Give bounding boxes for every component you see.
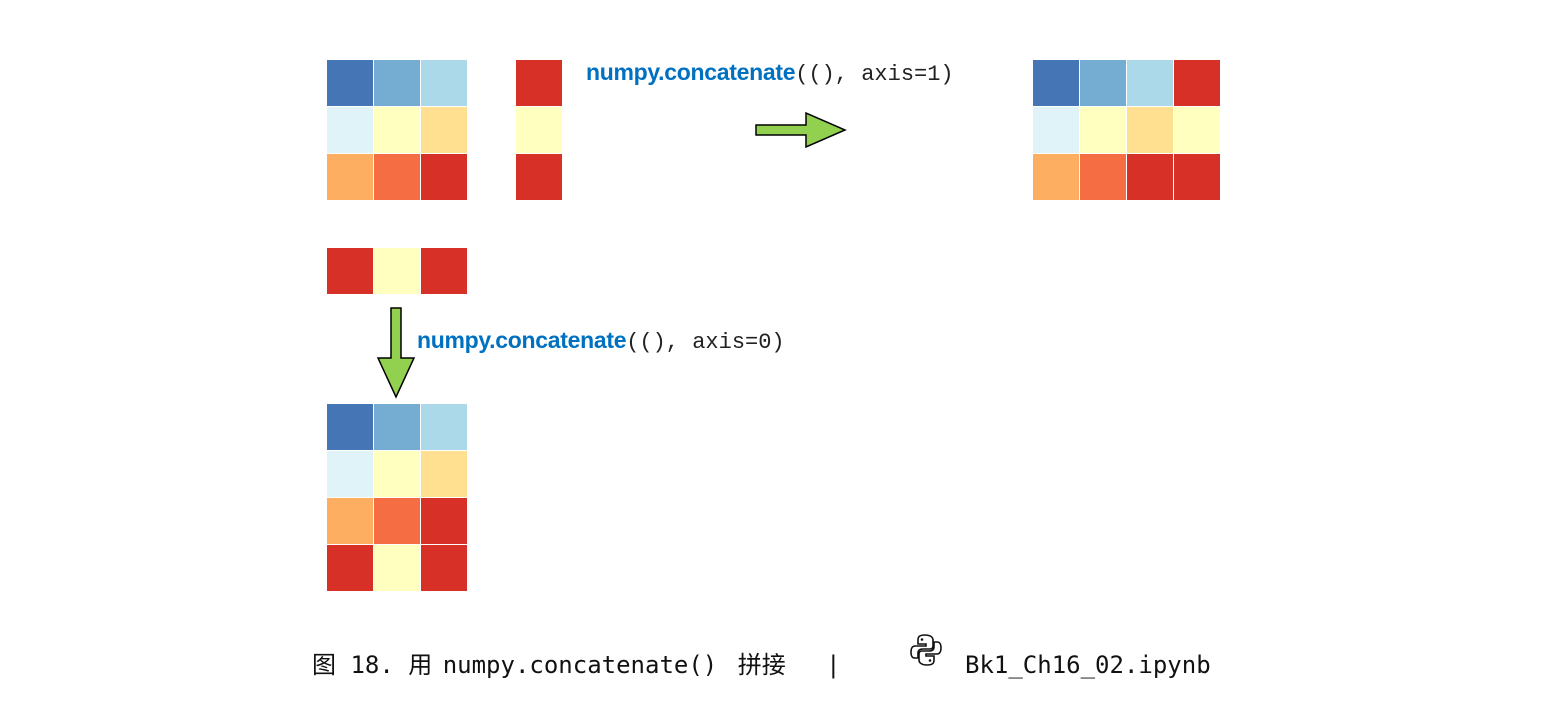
axis1-label: numpy.concatenate((), axis=1) — [586, 58, 954, 89]
matrix-cell — [327, 107, 373, 153]
matrix-cell — [1033, 107, 1079, 153]
matrix-cell — [374, 248, 420, 294]
python-icon — [910, 634, 942, 666]
matrix-cell — [1127, 60, 1173, 106]
matrix-cell — [421, 451, 467, 497]
caption-prefix: 图 18. 用 — [312, 651, 433, 679]
matrix-cell — [327, 248, 373, 294]
arrow-down-icon — [376, 307, 416, 399]
matrix-cell — [374, 404, 420, 450]
caption-code: numpy.concatenate() — [442, 651, 718, 679]
matrix-cell — [421, 154, 467, 200]
matrix-cell — [421, 107, 467, 153]
matrix-cell — [516, 154, 562, 200]
axis0-label: numpy.concatenate((), axis=0) — [417, 326, 785, 357]
matrix-cell — [516, 107, 562, 153]
matrix-cell — [421, 498, 467, 544]
python-icon-bottom — [918, 641, 942, 666]
matrix-cell — [1033, 60, 1079, 106]
matrix-cell — [421, 60, 467, 106]
matrix-cell — [374, 545, 420, 591]
matrix-cell — [1174, 107, 1220, 153]
axis1-arguments: ((), axis=1) — [795, 62, 954, 87]
matrix-cell — [374, 451, 420, 497]
python-icon-eye-bottom — [928, 659, 932, 662]
axis0-arguments: ((), axis=0) — [626, 330, 785, 355]
axis0-function-name: numpy.concatenate — [417, 327, 627, 353]
caption-suffix: 拼接 — [737, 651, 786, 679]
matrix-result-axis1 — [1033, 60, 1220, 200]
matrix-cell — [1127, 107, 1173, 153]
figure-caption: 图 18. 用 numpy.concatenate() 拼接 | — [312, 648, 841, 682]
python-icon-top — [910, 634, 934, 659]
python-icon-eye-top — [920, 638, 924, 641]
matrix-cell — [1127, 154, 1173, 200]
matrix-cell — [421, 545, 467, 591]
arrow-right-shape — [755, 111, 847, 149]
caption-separator: | — [826, 651, 841, 679]
matrix-cell — [374, 107, 420, 153]
matrix-cell — [374, 60, 420, 106]
matrix-cell — [1080, 107, 1126, 153]
matrix-result-axis0 — [327, 404, 467, 591]
matrix-cell — [327, 498, 373, 544]
matrix-cell — [327, 60, 373, 106]
matrix-cell — [374, 498, 420, 544]
arrow-right-icon — [755, 111, 847, 149]
matrix-column-vector — [516, 60, 562, 200]
matrix-a — [327, 60, 467, 200]
notebook-filename: Bk1_Ch16_02.ipynb — [965, 651, 1211, 679]
matrix-cell — [327, 154, 373, 200]
matrix-cell — [1174, 60, 1220, 106]
matrix-cell — [327, 545, 373, 591]
matrix-cell — [421, 404, 467, 450]
matrix-cell — [1080, 154, 1126, 200]
matrix-cell — [1174, 154, 1220, 200]
matrix-cell — [516, 60, 562, 106]
arrow-down-shape — [376, 307, 416, 399]
matrix-row-vector — [327, 248, 467, 294]
matrix-cell — [327, 451, 373, 497]
matrix-cell — [421, 248, 467, 294]
axis1-function-name: numpy.concatenate — [586, 59, 796, 85]
matrix-cell — [374, 154, 420, 200]
matrix-cell — [1033, 154, 1079, 200]
matrix-cell — [1080, 60, 1126, 106]
matrix-cell — [327, 404, 373, 450]
